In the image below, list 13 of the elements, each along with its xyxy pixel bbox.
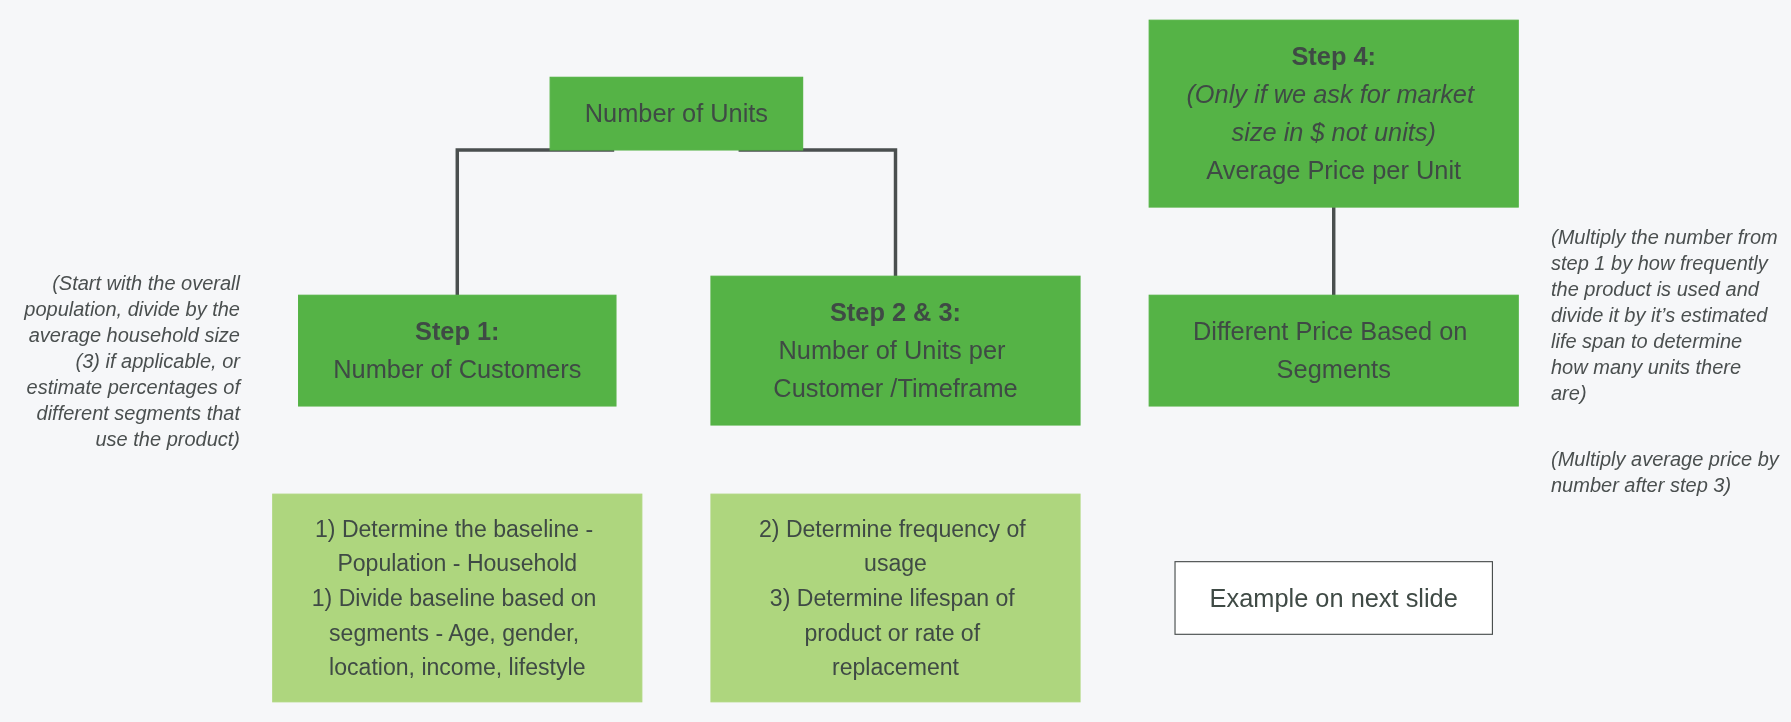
- connector: [455, 148, 615, 296]
- connector: [738, 148, 898, 277]
- node-box: Step 4: (Only if we ask for market size in $ not units) Average Price per Unit: [1148, 19, 1519, 208]
- node-box: 1) Determine the baseline - Population - Household 1) Divide baseline based on segments - Age, gender, location, income, lifestyle: [272, 493, 643, 703]
- note-text: (Multiply average price by number after step 3): [1551, 447, 1781, 498]
- node-box: Example on next slide: [1174, 561, 1493, 635]
- node-box: Step 2 & 3: Number of Units per Customer /Timeframe: [710, 275, 1081, 426]
- node-box: 2) Determine frequency of usage 3) Determine lifespan of product or rate of replacement: [710, 493, 1081, 703]
- note-text: (Multiply the number from step 1 by how frequently the product is used and divide it by it’s estimated life span to determine how many units there are): [1551, 225, 1779, 406]
- note-text: (Start with the overall population, divide by the average household size (3) if applicable, or estimate percentages of different segments that use the product): [23, 271, 240, 452]
- node-box: Number of Units: [549, 76, 804, 151]
- node-box: Step 1: Number of Customers: [298, 294, 617, 407]
- node-box: Different Price Based on Segments: [1148, 294, 1519, 407]
